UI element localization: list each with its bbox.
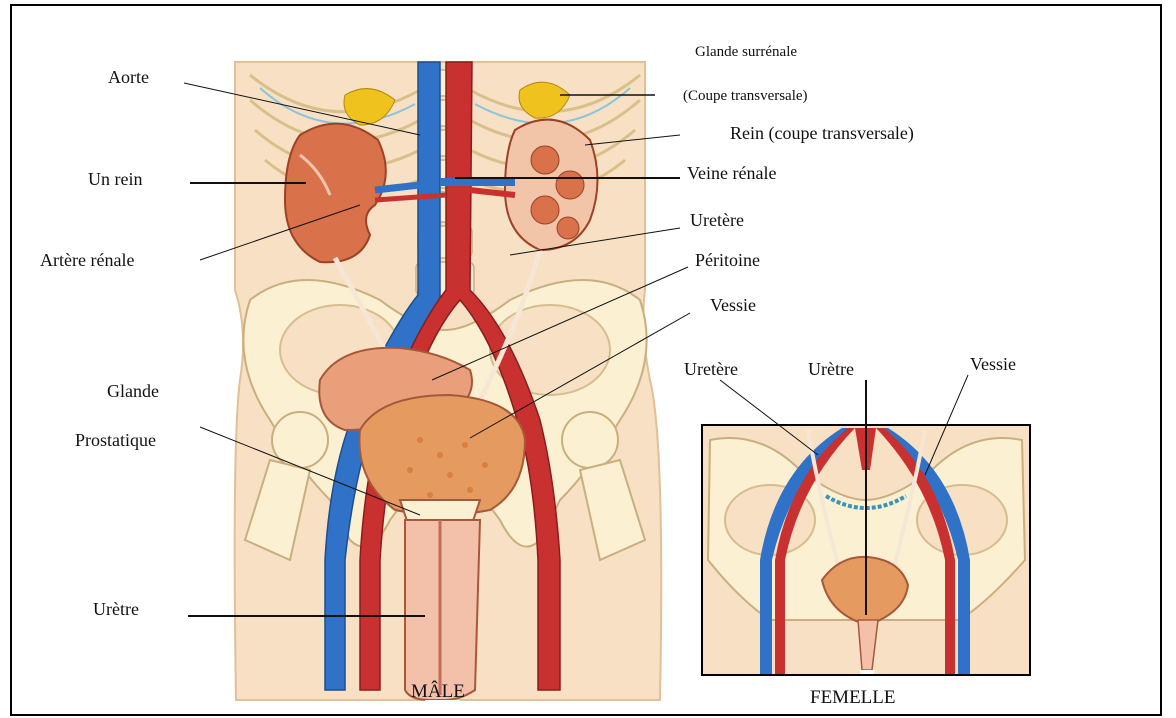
label-uretere-male: Uretère xyxy=(690,211,744,229)
caption-femelle: FEMELLE xyxy=(810,688,896,707)
label-uretre-male: Urètre xyxy=(93,600,139,618)
label-vessie-femelle: Vessie xyxy=(970,355,1016,373)
label-rein-coupe: Rein (coupe transversale) xyxy=(730,124,914,142)
label-artere-renale: Artère rénale xyxy=(40,251,134,269)
male-figure xyxy=(235,62,662,712)
label-glande-surrenale: Glande surrénale xyxy=(695,45,797,60)
label-un-rein: Un rein xyxy=(88,170,142,188)
label-uretre-femelle: Urètre xyxy=(808,360,854,378)
label-uretere-femelle: Uretère xyxy=(684,360,738,378)
label-peritoine: Péritoine xyxy=(695,251,760,269)
label-vessie-male: Vessie xyxy=(710,296,756,314)
label-veine-renale: Veine rénale xyxy=(687,164,776,182)
caption-male: MÂLE xyxy=(411,682,465,701)
label-prostatique: Prostatique xyxy=(75,431,156,449)
label-glande: Glande xyxy=(107,382,159,400)
label-aorte: Aorte xyxy=(108,68,149,86)
label-coupe-transversale: (Coupe transversale) xyxy=(683,89,808,104)
